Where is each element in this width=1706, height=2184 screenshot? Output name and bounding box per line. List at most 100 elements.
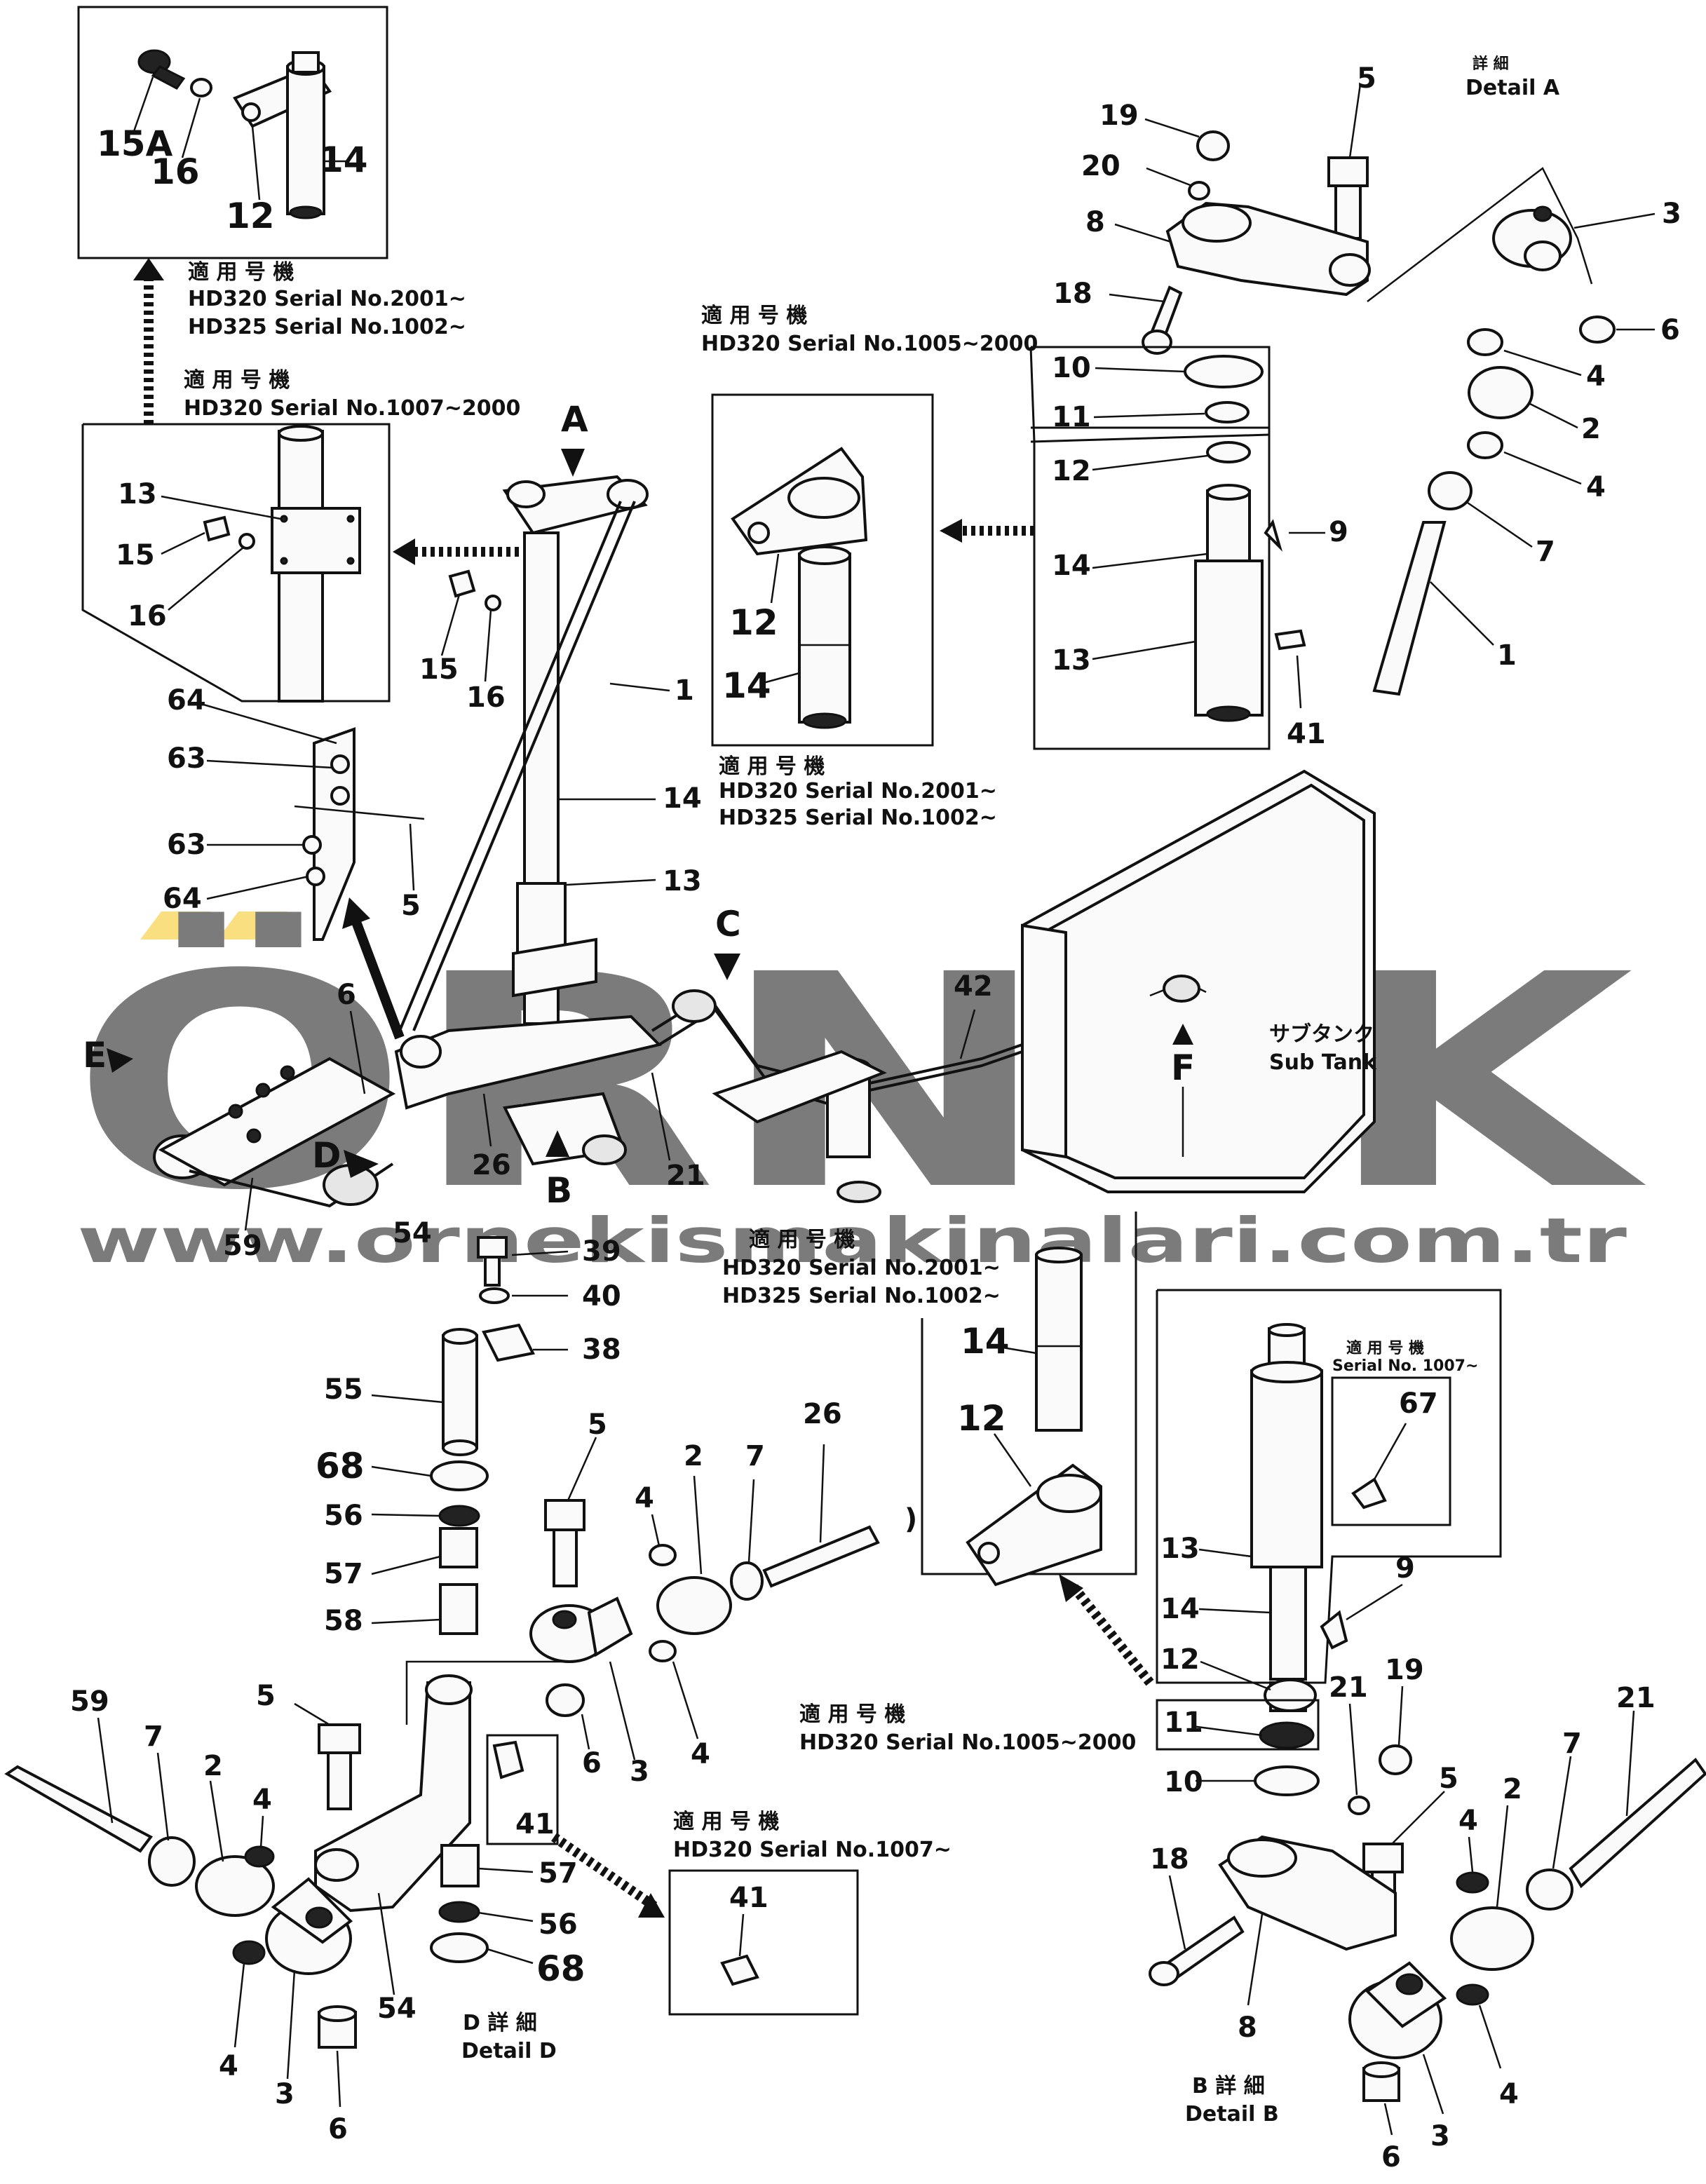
callout-12: 12 (226, 196, 275, 236)
svg-text:26: 26 (803, 1398, 842, 1430)
inset-top-left: 15A 16 12 14 (77, 6, 388, 259)
svg-text:3: 3 (275, 2078, 295, 2110)
svg-text:16: 16 (466, 681, 506, 714)
svg-text:適 用 号 機: 適 用 号 機 (701, 304, 807, 328)
svg-text:39: 39 (582, 1235, 621, 1268)
svg-text:6: 6 (582, 1747, 602, 1779)
svg-text:適 用 号 機: 適 用 号 機 (719, 754, 825, 779)
svg-text:4: 4 (691, 1738, 710, 1770)
svg-text:59: 59 (223, 1230, 262, 1262)
svg-text:Sub Tank: Sub Tank (1269, 1050, 1377, 1075)
applicability-top-left: 適 用 号 機 HD320 Serial No.2001~ HD325 Seri… (184, 260, 520, 421)
inset-left-mid: 13 15 16 (81, 423, 391, 703)
svg-text:19: 19 (1099, 100, 1139, 132)
svg-text:適 用 号 機: 適 用 号 機 (188, 260, 294, 285)
svg-text:67: 67 (1399, 1388, 1438, 1420)
svg-text:21: 21 (1616, 1682, 1656, 1714)
svg-text:15: 15 (116, 539, 155, 571)
sub-tank: サブタンク Sub Tank F (1021, 769, 1377, 1193)
bolt-15 (203, 515, 231, 542)
svg-text:B 詳 細: B 詳 細 (1192, 2074, 1265, 2098)
svg-text:5: 5 (588, 1409, 607, 1441)
washer-16 (190, 78, 212, 97)
svg-text:14: 14 (961, 1321, 1010, 1362)
detail-b: 21 19 5 8 18 4 2 4 7 21 (1149, 1654, 1706, 2173)
svg-text:1: 1 (675, 674, 694, 707)
svg-text:5: 5 (401, 890, 421, 922)
inset-right-lower: 適 用 号 機 Serial No. 1007~ 67 9 13 14 12 1… (799, 1289, 1502, 1798)
svg-text:54: 54 (377, 1993, 417, 2025)
svg-text:14: 14 (1052, 550, 1091, 582)
callout-14: 14 (319, 140, 368, 180)
svg-text:64: 64 (167, 684, 206, 717)
svg-text:8: 8 (1238, 2012, 1257, 2044)
callout-16: 16 (151, 151, 200, 192)
arrow-up-hatched (133, 258, 164, 424)
svg-text:63: 63 (167, 829, 206, 861)
svg-text:12: 12 (1160, 1643, 1200, 1676)
svg-text:68: 68 (316, 1446, 365, 1486)
lower-stack: 39 40 38 55 68 56 57 58 (316, 1235, 621, 1637)
svg-text:3: 3 (1430, 2120, 1450, 2152)
svg-text:56: 56 (539, 1908, 578, 1941)
svg-text:D 詳 細: D 詳 細 (463, 2011, 537, 2035)
svg-text:HD320 Serial No.2001~: HD320 Serial No.2001~ (722, 1256, 1001, 1280)
svg-text:HD320 Serial No.2001~: HD320 Serial No.2001~ (719, 779, 997, 803)
svg-text:3: 3 (630, 1756, 649, 1788)
svg-text:68: 68 (536, 1948, 585, 1989)
svg-text:HD320 Serial No.1005~2000: HD320 Serial No.1005~2000 (799, 1730, 1136, 1755)
svg-text:適 用 号 機: 適 用 号 機 (673, 1810, 779, 1834)
svg-text:12: 12 (729, 602, 778, 643)
svg-text:21: 21 (1329, 1671, 1368, 1704)
main-assembly: A 15 16 1 14 13 26 21 B (83, 399, 1165, 1262)
svg-text:4: 4 (252, 1784, 272, 1816)
svg-text:14: 14 (722, 665, 771, 706)
callout-15a: 15A (97, 123, 173, 164)
inset-top-center: 12 14 適 用 号 機 HD320 Serial No.2001~ HD32… (701, 304, 1038, 830)
svg-text:5: 5 (1439, 1763, 1458, 1795)
lower-linkage-center: 5 3 6 4 4 2 7 26 (529, 1398, 880, 1788)
svg-text:6: 6 (1660, 314, 1680, 346)
svg-text:HD325 Serial No.1002~: HD325 Serial No.1002~ (188, 315, 466, 339)
svg-text:19: 19 (1385, 1654, 1424, 1686)
pin-14 (286, 65, 325, 215)
svg-text:41: 41 (515, 1808, 555, 1840)
svg-text:63: 63 (167, 742, 206, 775)
svg-text:54: 54 (393, 1217, 432, 1249)
svg-text:2: 2 (203, 1750, 223, 1782)
inset-center-lower: 適 用 号 機 HD320 Serial No.2001~ HD325 Seri… (722, 1212, 1137, 1587)
svg-text:42: 42 (954, 970, 993, 1003)
svg-text:6: 6 (337, 979, 356, 1011)
svg-text:HD320 Serial No.1007~: HD320 Serial No.1007~ (673, 1838, 952, 1862)
svg-text:2: 2 (684, 1440, 703, 1472)
svg-text:4: 4 (635, 1482, 654, 1514)
svg-text:9: 9 (1395, 1552, 1415, 1585)
svg-text:5: 5 (256, 1680, 276, 1712)
svg-text:55: 55 (324, 1374, 363, 1406)
svg-text:40: 40 (582, 1280, 621, 1313)
detail-d: 54 5 41 57 56 68 59 7 2 4 4 (4, 1660, 585, 2145)
svg-text:59: 59 (70, 1686, 109, 1718)
svg-text:38: 38 (582, 1334, 621, 1366)
svg-text:7: 7 (1562, 1728, 1582, 1760)
svg-text:F: F (1171, 1047, 1195, 1088)
svg-text:13: 13 (663, 865, 702, 897)
svg-text:7: 7 (745, 1440, 765, 1472)
svg-text:20: 20 (1081, 150, 1121, 182)
svg-text:6: 6 (1381, 2141, 1401, 2173)
svg-text:Serial No. 1007~: Serial No. 1007~ (1332, 1357, 1478, 1375)
svg-text:6: 6 (328, 2113, 348, 2145)
svg-text:4: 4 (1586, 360, 1606, 393)
svg-text:HD320 Serial No.2001~: HD320 Serial No.2001~ (188, 287, 466, 311)
svg-text:7: 7 (1536, 536, 1555, 568)
svg-text:9: 9 (1329, 516, 1348, 548)
svg-text:2: 2 (1581, 413, 1601, 445)
svg-text:8: 8 (1085, 206, 1105, 238)
svg-text:7: 7 (144, 1721, 163, 1753)
svg-text:56: 56 (324, 1500, 363, 1532)
svg-text:41: 41 (1287, 718, 1326, 750)
detail-a: 詳 細 Detail A 5 19 20 8 18 3 (1029, 55, 1681, 750)
svg-text:18: 18 (1053, 278, 1092, 310)
svg-text:13: 13 (1160, 1533, 1200, 1565)
svg-text:B: B (546, 1170, 572, 1211)
